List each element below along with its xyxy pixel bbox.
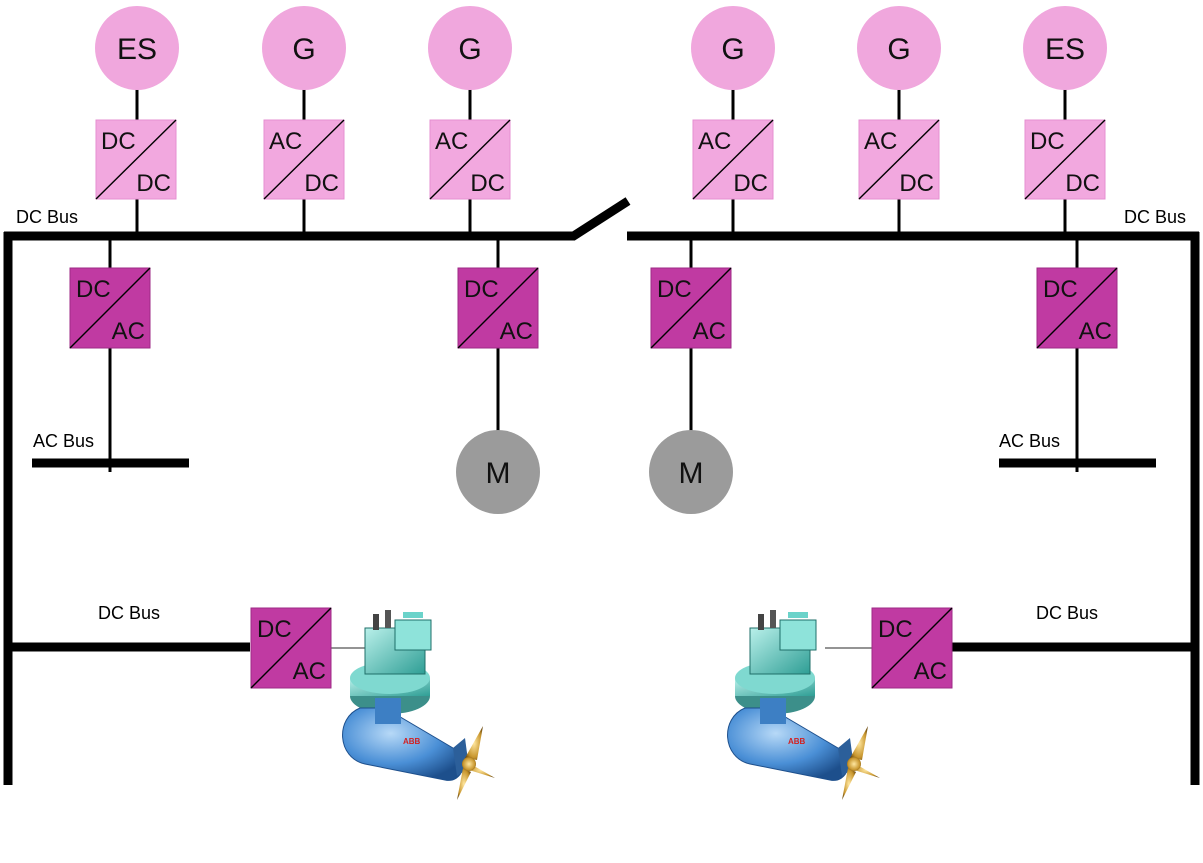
- converter-ac-dc-2: AC DC: [429, 119, 511, 200]
- svg-text:ES: ES: [117, 33, 157, 66]
- converter-dc-dc-1: DC DC: [95, 119, 177, 200]
- svg-text:M: M: [486, 457, 511, 490]
- svg-text:ES: ES: [1045, 33, 1085, 66]
- converter-dc-ac-thruster-right: DC AC: [871, 607, 953, 689]
- svg-text:DC: DC: [733, 170, 768, 197]
- converter-ac-dc-3: AC DC: [692, 119, 774, 200]
- label-dc-bus-top-left: DC Bus: [16, 207, 78, 227]
- svg-text:DC: DC: [899, 170, 934, 197]
- svg-text:AC: AC: [914, 658, 947, 685]
- svg-text:M: M: [679, 457, 704, 490]
- svg-text:G: G: [458, 33, 481, 66]
- azipod-thruster-right: ABB: [727, 609, 881, 801]
- label-dc-bus-top-right: DC Bus: [1124, 207, 1186, 227]
- svg-text:DC: DC: [657, 276, 692, 303]
- svg-text:AC: AC: [293, 658, 326, 685]
- svg-text:G: G: [721, 33, 744, 66]
- svg-text:AC: AC: [698, 128, 731, 155]
- svg-text:DC: DC: [1043, 276, 1078, 303]
- svg-text:AC: AC: [864, 128, 897, 155]
- connections: [108, 88, 1079, 649]
- svg-text:G: G: [292, 33, 315, 66]
- label-ac-bus-left: AC Bus: [33, 431, 94, 451]
- converter-dc-ac-2: DC AC: [457, 267, 539, 349]
- source-generator-3: G: [691, 6, 775, 90]
- svg-text:DC: DC: [76, 276, 111, 303]
- svg-text:DC: DC: [464, 276, 499, 303]
- bus-tie-breaker[interactable]: [569, 197, 631, 241]
- converter-ac-dc-1: AC DC: [263, 119, 345, 200]
- svg-text:AC: AC: [500, 318, 533, 345]
- svg-text:AC: AC: [693, 318, 726, 345]
- source-es-2: ES: [1023, 6, 1107, 90]
- svg-text:DC: DC: [136, 170, 171, 197]
- azipod-thruster-left: ABB: [342, 609, 496, 801]
- svg-text:AC: AC: [269, 128, 302, 155]
- svg-text:AC: AC: [435, 128, 468, 155]
- svg-text:DC: DC: [257, 616, 292, 643]
- svg-text:DC: DC: [304, 170, 339, 197]
- motor-1: M: [456, 430, 540, 514]
- svg-text:DC: DC: [470, 170, 505, 197]
- svg-text:ABB: ABB: [788, 737, 806, 746]
- converter-ac-dc-4: AC DC: [858, 119, 940, 200]
- label-dc-bus-bottom-right: DC Bus: [1036, 603, 1098, 623]
- converter-dc-ac-1: DC AC: [69, 267, 151, 349]
- svg-text:AC: AC: [112, 318, 145, 345]
- svg-text:DC: DC: [878, 616, 913, 643]
- svg-text:AC: AC: [1079, 318, 1112, 345]
- label-ac-bus-right: AC Bus: [999, 431, 1060, 451]
- svg-text:ABB: ABB: [403, 737, 421, 746]
- svg-text:DC: DC: [1065, 170, 1100, 197]
- source-generator-1: G: [262, 6, 346, 90]
- converter-dc-ac-thruster-left: DC AC: [250, 607, 332, 689]
- source-es-1: ES: [95, 6, 179, 90]
- svg-text:DC: DC: [1030, 128, 1065, 155]
- source-generator-4: G: [857, 6, 941, 90]
- svg-text:G: G: [887, 33, 910, 66]
- converter-dc-dc-2: DC DC: [1024, 119, 1106, 200]
- converter-dc-ac-3: DC AC: [650, 267, 732, 349]
- svg-text:DC: DC: [101, 128, 136, 155]
- source-generator-2: G: [428, 6, 512, 90]
- label-dc-bus-bottom-left: DC Bus: [98, 603, 160, 623]
- motor-2: M: [649, 430, 733, 514]
- converter-dc-ac-4: DC AC: [1036, 267, 1118, 349]
